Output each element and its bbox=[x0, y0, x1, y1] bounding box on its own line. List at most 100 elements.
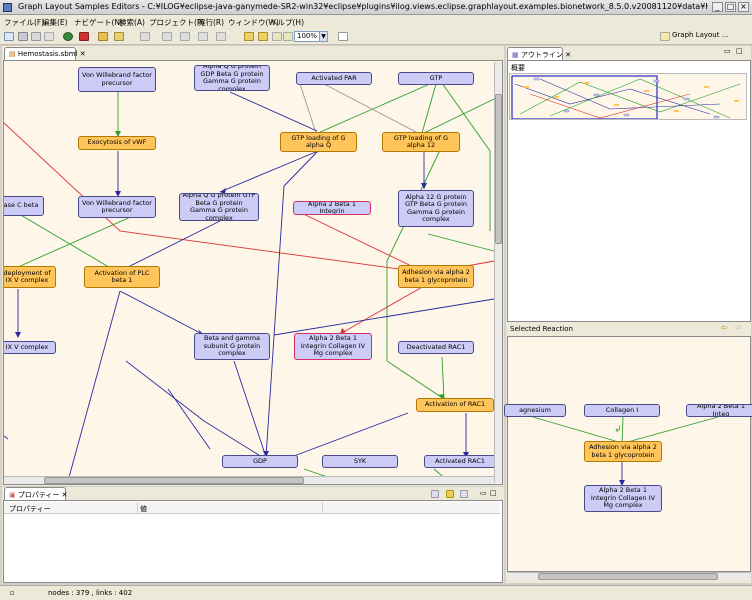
menu-file[interactable]: ファイル(F) bbox=[4, 18, 45, 27]
properties-header: プロパティー 値 bbox=[4, 502, 500, 514]
run-icon[interactable] bbox=[79, 32, 89, 41]
reaction-node[interactable]: deployment of IX V complex bbox=[4, 266, 56, 288]
maximize-view-icon[interactable]: □ bbox=[736, 47, 743, 55]
status-icon: ▫ bbox=[10, 589, 15, 597]
reaction-input-node[interactable]: agnesium bbox=[504, 404, 566, 417]
close-button[interactable]: × bbox=[738, 2, 749, 12]
maximize-button[interactable]: □ bbox=[725, 2, 736, 12]
reaction-node[interactable]: Activation of PLC beta 1 bbox=[84, 266, 160, 288]
column-divider bbox=[322, 502, 323, 513]
menu-help[interactable]: ヘルプ(H) bbox=[270, 18, 304, 27]
menu-window[interactable]: ウィンドウ(W) bbox=[228, 18, 279, 27]
menu-run[interactable]: 実行(R) bbox=[198, 18, 225, 27]
species-node[interactable]: Alpha Q G protein GDP Beta G protein Gam… bbox=[194, 65, 270, 91]
editor-horizontal-scrollbar[interactable] bbox=[4, 476, 494, 484]
column-property[interactable]: プロパティー bbox=[9, 505, 51, 513]
reaction-input-node[interactable]: Collagen I bbox=[584, 404, 660, 417]
zoom-value: 100% bbox=[297, 32, 318, 40]
species-node[interactable]: Alpha 2 Beta 1 Integrin bbox=[293, 201, 371, 215]
app-icon bbox=[3, 3, 12, 12]
debug-icon[interactable] bbox=[63, 32, 73, 41]
species-node[interactable]: SYK bbox=[322, 455, 398, 468]
species-node[interactable]: Beta and gamma subunit G protein complex bbox=[194, 333, 270, 360]
window-title: Graph Layout Samples Editors - C:¥ILOG¥e… bbox=[18, 2, 708, 11]
minimize-view-icon[interactable]: ▭ bbox=[480, 489, 487, 497]
reaction-output-node[interactable]: Alpha 2 Beta 1 Integrin Collagen IV Mg c… bbox=[584, 485, 662, 512]
chevron-down-icon[interactable]: ▼ bbox=[319, 32, 327, 41]
selected-reaction-node[interactable]: Adhesion via alpha 2 beta 1 glycoprotein bbox=[584, 441, 662, 462]
print-icon[interactable] bbox=[44, 32, 54, 41]
save-all-icon[interactable] bbox=[31, 32, 41, 41]
species-node[interactable]: ase C beta bbox=[4, 196, 44, 216]
pan-icon[interactable] bbox=[338, 32, 348, 41]
species-node[interactable]: Alpha 2 Beta 1 Integrin Collagen IV Mg c… bbox=[294, 333, 372, 360]
reaction-node[interactable]: GTP loading of G alpha Q bbox=[280, 132, 357, 152]
status-bar: ▫ nodes : 379 , links : 402 bbox=[0, 585, 752, 600]
input-arrow-icon: ↲ bbox=[614, 425, 622, 435]
open-folder-icon[interactable] bbox=[98, 32, 108, 41]
overview-label: 概要 bbox=[511, 64, 525, 72]
scroll-thumb[interactable] bbox=[495, 94, 502, 244]
reaction-horizontal-scrollbar[interactable] bbox=[508, 572, 750, 580]
back-icon[interactable]: ⇦ bbox=[721, 323, 728, 332]
sort-icon[interactable] bbox=[431, 490, 439, 498]
species-node[interactable]: Activated RAC1 bbox=[424, 455, 496, 468]
main-toolbar bbox=[0, 28, 752, 45]
close-icon[interactable]: ✕ bbox=[59, 491, 68, 499]
reaction-node[interactable]: Activation of RAC1 bbox=[416, 398, 494, 412]
zoom-out-icon[interactable] bbox=[272, 32, 282, 41]
reaction-node[interactable]: Exocytosis of vWF bbox=[78, 136, 156, 150]
tab-editor[interactable]: ▤ Hemostasis.sbml ✕ bbox=[4, 47, 86, 60]
tab-properties[interactable]: ▣ プロパティー ✕ bbox=[4, 487, 68, 500]
file-icon: ▤ bbox=[9, 50, 18, 58]
paste-icon[interactable] bbox=[180, 32, 190, 41]
species-node[interactable]: Von Willebrand factor precursor bbox=[78, 196, 156, 218]
new-icon[interactable] bbox=[4, 32, 14, 41]
species-node[interactable]: GTP bbox=[398, 72, 474, 85]
undo-icon[interactable] bbox=[198, 32, 208, 41]
fit-icon[interactable] bbox=[283, 32, 293, 41]
maximize-view-icon[interactable]: □ bbox=[490, 489, 497, 497]
species-node[interactable]: Activated PAR bbox=[296, 72, 372, 85]
select-icon[interactable] bbox=[244, 32, 254, 41]
menu-edit[interactable]: 編集(E) bbox=[42, 18, 68, 27]
close-icon[interactable]: ✕ bbox=[562, 51, 571, 59]
minimize-button[interactable]: _ bbox=[712, 2, 723, 12]
reaction-node[interactable]: GTP loading of G alpha 12 bbox=[382, 132, 460, 152]
species-node[interactable]: GDP bbox=[222, 455, 298, 468]
species-node[interactable]: IX V complex bbox=[4, 341, 56, 354]
zoom-combo[interactable]: 100%▼ bbox=[294, 31, 328, 42]
species-node[interactable]: Alpha Q G protein GTP Beta G protein Gam… bbox=[179, 193, 259, 221]
copy-icon[interactable] bbox=[162, 32, 172, 41]
menu-navigate[interactable]: ナビゲート(N) bbox=[74, 18, 123, 27]
reaction-input-node[interactable]: Alpha 2 Beta 1 Integ bbox=[686, 404, 752, 417]
zoom-in-icon[interactable] bbox=[258, 32, 268, 41]
menu-project[interactable]: プロジェクト(P) bbox=[149, 18, 205, 27]
species-node[interactable]: Alpha 12 G protein GTP Beta G protein Ga… bbox=[398, 190, 474, 227]
tool-icon[interactable] bbox=[114, 32, 124, 41]
menu-search[interactable]: 検索(A) bbox=[119, 18, 145, 27]
tab-outline-label: アウトライン bbox=[520, 51, 563, 59]
graph-canvas[interactable]: Von Willebrand factor precursor Alpha Q … bbox=[3, 60, 503, 485]
forward-icon[interactable]: ⇨ bbox=[735, 323, 742, 332]
tab-outline[interactable]: ▦ アウトライン ✕ bbox=[507, 47, 571, 60]
overview-minimap[interactable] bbox=[509, 73, 747, 120]
perspective-label[interactable]: Graph Layout ... bbox=[672, 31, 729, 39]
close-icon[interactable]: ✕ bbox=[77, 50, 86, 58]
view-menu-icon[interactable] bbox=[460, 490, 468, 498]
save-icon[interactable] bbox=[18, 32, 28, 41]
menu-bar: ファイル(F) 編集(E) ナビゲート(N) 検索(A) プロジェクト(P) 実… bbox=[0, 15, 752, 28]
reaction-node[interactable]: Adhesion via alpha 2 beta 1 glycoprotein bbox=[398, 265, 474, 288]
column-value[interactable]: 値 bbox=[140, 505, 147, 513]
selected-reaction-canvas[interactable]: ↲ agnesium Collagen I Alpha 2 Beta 1 Int… bbox=[504, 336, 752, 572]
scroll-thumb[interactable] bbox=[44, 477, 304, 484]
species-node[interactable]: Deactivated RAC1 bbox=[398, 341, 474, 354]
minimize-view-icon[interactable]: ▭ bbox=[724, 47, 731, 55]
species-node[interactable]: Von Willebrand factor precursor bbox=[78, 67, 156, 92]
editor-vertical-scrollbar[interactable] bbox=[494, 62, 502, 483]
redo-icon[interactable] bbox=[216, 32, 226, 41]
scroll-thumb[interactable] bbox=[538, 573, 718, 580]
filter-icon[interactable] bbox=[446, 490, 454, 498]
cut-icon[interactable] bbox=[140, 32, 150, 41]
window-title-bar: Graph Layout Samples Editors - C:¥ILOG¥e… bbox=[0, 0, 752, 15]
